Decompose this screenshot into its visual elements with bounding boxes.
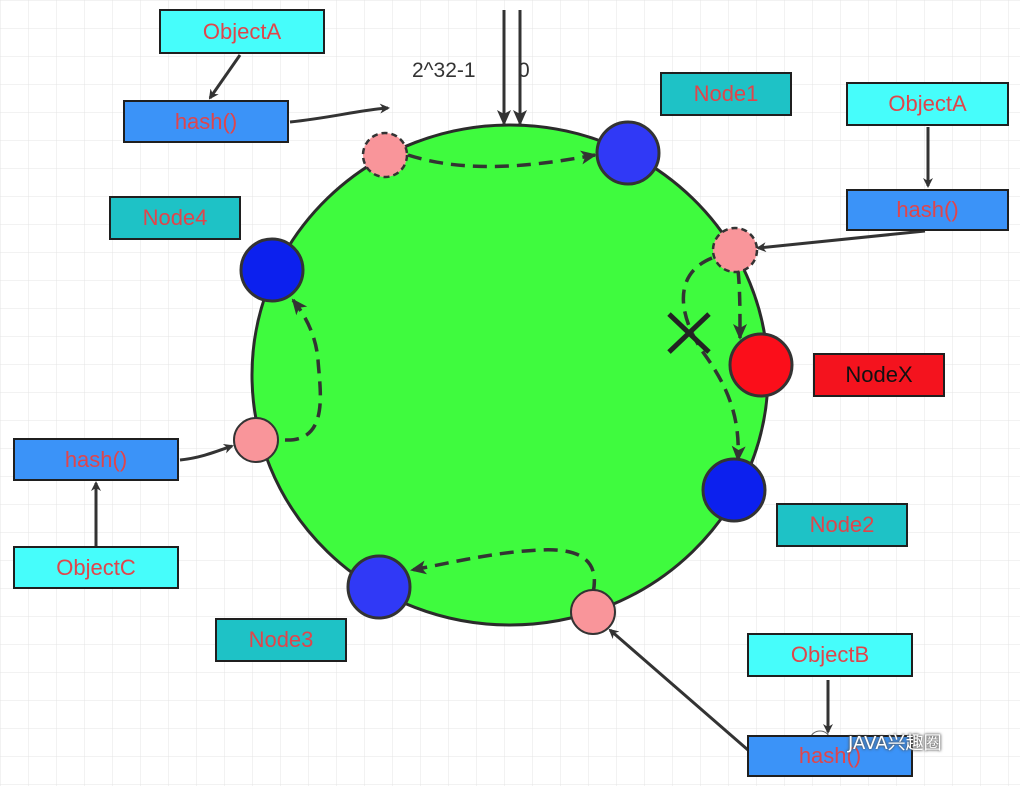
hash-box-top: hash() bbox=[123, 100, 289, 143]
node4-label: Node4 bbox=[109, 196, 241, 240]
node2-circle bbox=[701, 457, 767, 523]
ring-zero-label: 0 bbox=[518, 59, 530, 82]
hash-top-to-point-arrow bbox=[289, 103, 390, 124]
ring-max-label: 2^32-1 bbox=[412, 59, 476, 82]
hash-ring bbox=[250, 123, 770, 627]
watermark: JAVA兴趣圈 bbox=[848, 733, 942, 754]
object-a-top-box: ObjectA bbox=[159, 9, 325, 54]
node4-circle bbox=[239, 237, 305, 303]
removed-node-cross-icon bbox=[667, 312, 711, 354]
hash-left-to-point-arrow bbox=[179, 443, 234, 462]
hash-box-bottom: hash() bbox=[747, 735, 913, 777]
route-top-to-node1 bbox=[407, 150, 597, 169]
route-right-to-nodex bbox=[732, 269, 747, 340]
node3-label: Node3 bbox=[215, 618, 347, 662]
route-bottom-to-node3 bbox=[410, 548, 597, 594]
hash-box-right: hash() bbox=[846, 189, 1009, 231]
hash-box-left: hash() bbox=[13, 438, 179, 481]
nodex-circle bbox=[728, 332, 794, 398]
route-left-to-node4 bbox=[284, 298, 323, 442]
hash-right-to-point-arrow bbox=[756, 229, 926, 253]
object-b-box: ObjectB bbox=[747, 633, 913, 677]
node1-circle bbox=[595, 120, 661, 186]
hash-bottom-to-point-arrow bbox=[608, 628, 749, 752]
hash-point-top bbox=[361, 131, 409, 179]
hash-point-left bbox=[233, 417, 279, 463]
nodex-label: NodeX bbox=[813, 353, 945, 397]
route-right-to-node2 bbox=[681, 256, 746, 462]
hash-point-bottom bbox=[570, 589, 616, 635]
object-a-top-to-hash-arrow bbox=[208, 54, 242, 100]
node2-label: Node2 bbox=[776, 503, 908, 547]
hash-point-right bbox=[711, 226, 759, 274]
object-c-box: ObjectC bbox=[13, 546, 179, 589]
object-a-right-box: ObjectA bbox=[846, 82, 1009, 126]
node1-label: Node1 bbox=[660, 72, 792, 116]
node3-circle bbox=[346, 554, 412, 620]
